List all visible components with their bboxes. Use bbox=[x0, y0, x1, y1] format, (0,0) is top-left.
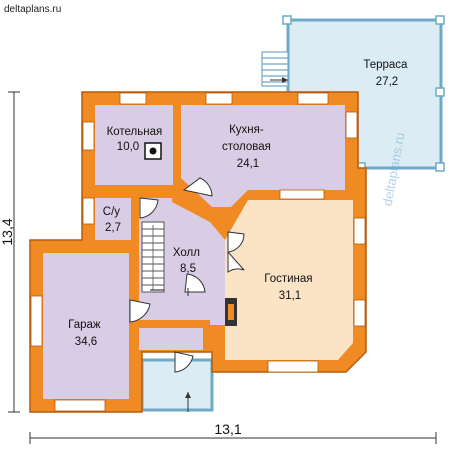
staircase bbox=[141, 221, 165, 293]
label-kitchen: Кухня- столовая 24,1 bbox=[222, 124, 274, 170]
label-living: Гостиная 31,1 bbox=[264, 273, 315, 302]
terrace-post bbox=[435, 87, 445, 97]
room-wc bbox=[95, 198, 131, 240]
room-kitchen bbox=[181, 105, 345, 207]
label-boiler: Котельная 10,0 bbox=[107, 126, 166, 153]
arrow-head bbox=[282, 77, 288, 83]
terrace-post bbox=[282, 15, 292, 25]
doors bbox=[129, 177, 245, 373]
room-corridor bbox=[139, 328, 203, 350]
dimension-lines bbox=[8, 91, 437, 444]
arrow-head bbox=[185, 392, 191, 398]
dimension-width: 13,1 bbox=[214, 421, 241, 437]
terrace-post bbox=[435, 162, 445, 172]
fireplace-fire bbox=[228, 304, 234, 320]
terrace-post bbox=[435, 15, 445, 25]
room-living bbox=[225, 200, 353, 360]
label-wc: С/у 2,7 bbox=[103, 206, 123, 234]
label-garage: Гараж 34,6 bbox=[68, 319, 104, 348]
site-name: deltaplans.ru bbox=[4, 4, 61, 15]
label-terrace: Терраса 27,2 bbox=[363, 59, 410, 88]
room-garage bbox=[43, 253, 129, 399]
boiler-burner-icon bbox=[149, 147, 157, 155]
dimension-height: 13,4 bbox=[0, 218, 15, 245]
label-hall: Холл 8,5 bbox=[173, 247, 203, 275]
windows bbox=[30, 92, 366, 412]
